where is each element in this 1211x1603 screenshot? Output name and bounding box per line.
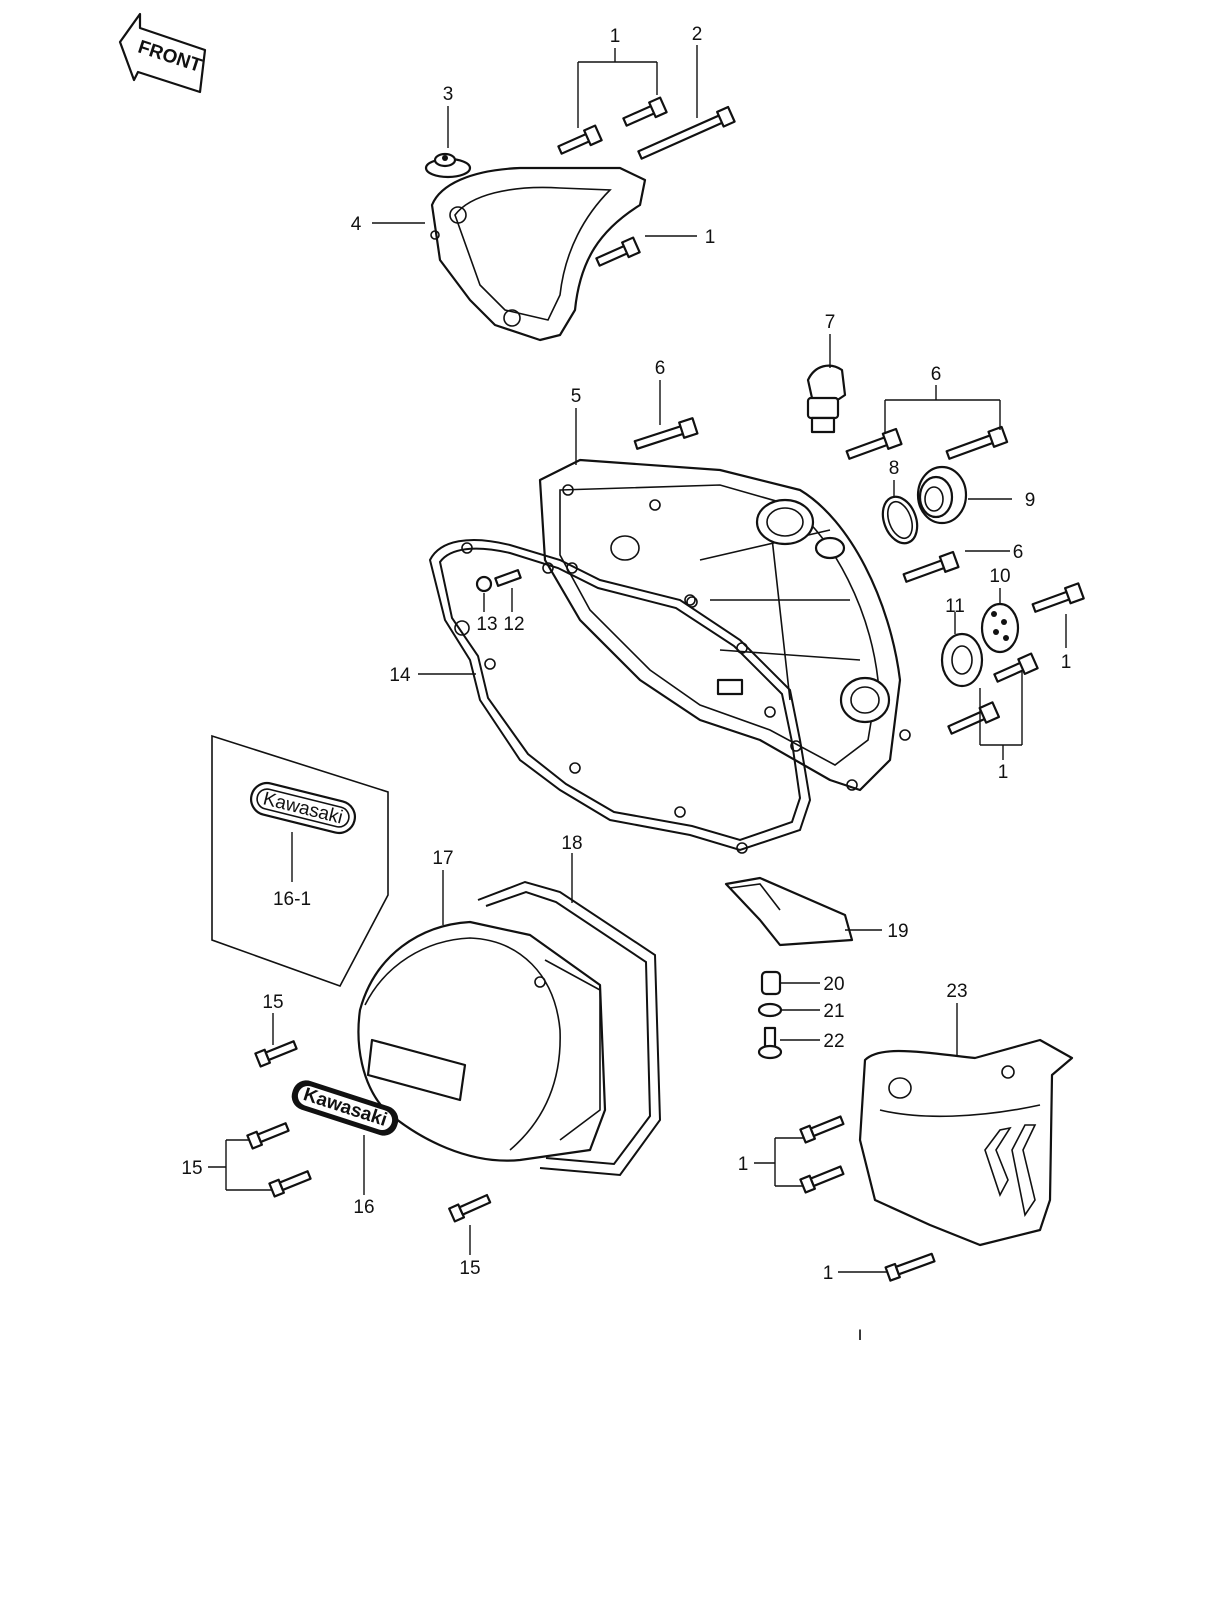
bolt-1a [557,124,603,155]
callout-1-top: 1 [610,26,621,47]
part-13-oring [475,575,493,593]
bolt-15d [448,1193,492,1223]
callout-1-bottom2: 1 [823,1263,834,1284]
callout-9: 9 [1025,490,1036,511]
part-18-gasket [477,880,662,1177]
part-9-bearing [916,465,968,525]
callout-21: 21 [823,1001,844,1022]
callout-7: 7 [825,312,836,333]
bolt-6c [945,425,1009,460]
stray-tick: ı [857,1324,862,1345]
front-arrow: FRONT [118,12,207,94]
bolt-6b [845,427,903,460]
callout-1-cover: 1 [705,227,716,248]
callout-15-a: 15 [262,992,283,1013]
callout-19: 19 [887,921,908,942]
bolt-1d [1031,582,1085,613]
callout-22: 22 [823,1031,844,1052]
callout-13: 13 [476,614,497,635]
part-11-seal [940,632,984,688]
part-21-nut [757,1002,783,1018]
callout-15-c: 15 [459,1258,480,1279]
callout-14: 14 [389,665,411,686]
bolt-15b [246,1122,290,1150]
callout-2: 2 [692,24,703,45]
callout-1-right1: 1 [1061,652,1072,673]
part-19-plate [724,876,854,947]
part-7-plug [806,364,847,434]
part-17-generator-cover [357,920,607,1162]
callout-6-left: 6 [655,358,666,379]
part-23-sprocket-cover [858,1038,1074,1247]
part-20-collar [760,970,782,996]
callout-6-mid: 6 [1013,542,1024,563]
bolt-15c [268,1170,312,1198]
bolt-1f [947,701,1001,735]
callout-1-right2: 1 [998,762,1009,783]
bolt-2-long [637,105,736,160]
part-10-cap [980,602,1020,654]
bolt-1b [622,96,668,127]
callout-4: 4 [351,214,362,235]
part-12-dowel [494,569,522,587]
part-4-upper-cover [430,166,647,342]
bolt-1e [993,652,1039,683]
callout-6-right: 6 [931,364,942,385]
bolt-6d [902,550,960,583]
leader-lines [208,45,1067,1273]
callout-16-1: 16-1 [273,889,311,910]
bolt-1c [595,236,641,267]
callout-18: 18 [561,833,582,854]
callout-17: 17 [432,848,453,869]
callout-1-bottom1: 1 [738,1154,749,1175]
callout-5: 5 [571,386,582,407]
part-14-gasket [428,539,812,854]
bolt-1h [799,1165,845,1194]
bolt-1g [799,1115,845,1144]
callout-3: 3 [443,84,454,105]
bolt-15a [254,1040,298,1068]
part-22-screw [757,1026,783,1060]
bolt-1i [884,1252,936,1282]
part-8-ring [881,495,919,545]
callout-20: 20 [823,974,844,995]
callout-15-b: 15 [181,1158,202,1179]
callout-10: 10 [989,566,1010,587]
callout-23: 23 [946,981,967,1002]
inset-emblem-box: Kawasaki [211,734,389,987]
callout-8: 8 [889,458,900,479]
callout-numbers: 1 2 3 4 1 5 6 7 6 8 9 6 10 11 1 13 12 14… [181,24,1071,1345]
bolt-6a [633,417,699,450]
part-3-cap [424,152,472,179]
part-5-clutch-cover [538,458,911,792]
callout-16: 16 [353,1197,374,1218]
callout-12: 12 [503,614,524,635]
callout-11: 11 [945,596,965,617]
